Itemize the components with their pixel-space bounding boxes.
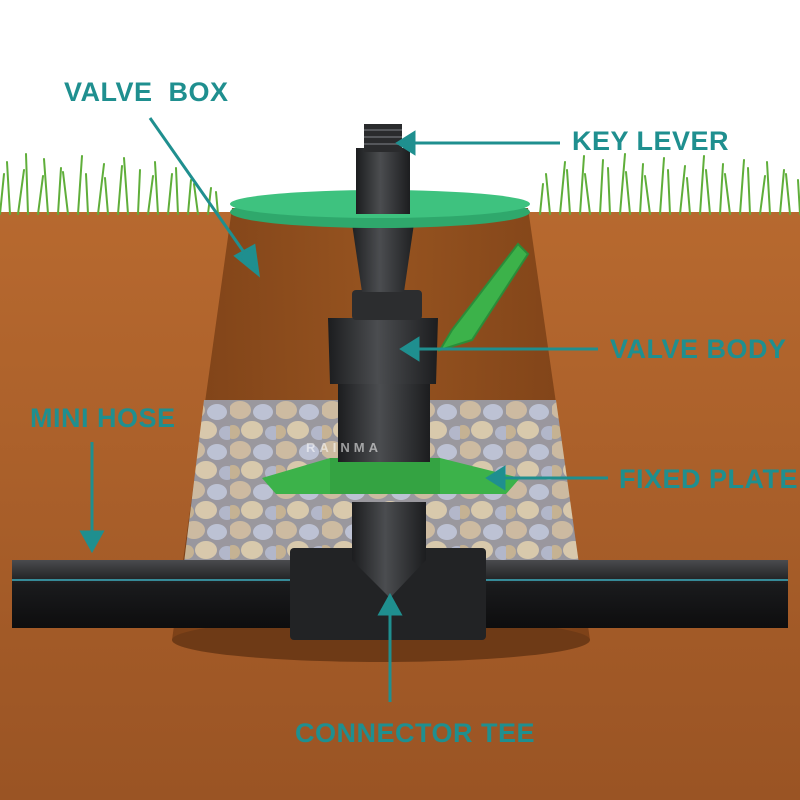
mini-hose-label: MINI HOSE: [30, 403, 176, 433]
connector-tee-label: CONNECTOR TEE: [295, 718, 536, 748]
valve-box-label: VALVE BOX: [64, 77, 229, 107]
valve-body-upper: [328, 318, 438, 384]
key-lever-label: KEY LEVER: [572, 126, 730, 156]
grass-left: [0, 153, 219, 215]
valve-body-lower: [338, 382, 430, 462]
watermark: RAINMA: [306, 440, 382, 455]
grass-right: [539, 153, 800, 215]
valve-box-arrow: [148, 117, 250, 259]
valve-body-label: VALVE BODY: [610, 334, 787, 364]
key-lever-shaft: [356, 148, 410, 214]
valve-body-collar: [352, 290, 422, 320]
callout-arrows: [79, 117, 608, 702]
valve-body-neck: [350, 210, 416, 292]
fixed-plate-label: FIXED PLATE: [619, 464, 799, 494]
lid-flap: [437, 242, 530, 352]
connector-tee-stem: [352, 502, 426, 598]
